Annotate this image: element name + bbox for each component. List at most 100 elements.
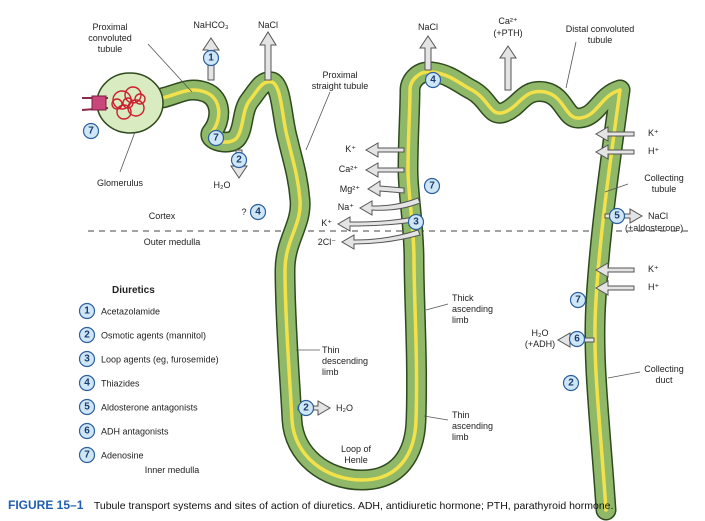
arrow-ca-pth: [499, 45, 517, 91]
label-distal-convoluted-1: Distal convoluted: [566, 24, 635, 34]
label-thin-descending-1: Thin: [322, 345, 340, 355]
arrow-h-upper: [595, 144, 635, 160]
marker-osmotic-proximal: 2: [230, 151, 248, 169]
legend-marker: [78, 398, 96, 416]
label-h2o-adh-2: (+ADH): [525, 339, 555, 349]
svg-text:convoluted: convoluted: [88, 33, 132, 43]
legend-label: Aldosterone antagonists: [101, 403, 198, 413]
label-h2o-proximal: H₂O: [214, 180, 231, 190]
arrow-tal-k: [365, 142, 405, 158]
label-h-upper: H⁺: [648, 146, 659, 156]
marker-adenosine-collecting: 7: [569, 291, 587, 309]
caption-text: Tubule transport systems and sites of ac…: [94, 500, 614, 512]
glomerulus-capsule: [81, 72, 164, 134]
label-thin-descending-3: limb: [322, 367, 339, 377]
legend-marker: [78, 302, 96, 320]
legend-label: Loop agents (eg, furosemide): [101, 355, 219, 365]
label-nacl-distal: NaCl: [418, 22, 438, 32]
label-distal-convoluted-2: tubule: [588, 35, 613, 45]
label-collecting-tubule-2: tubule: [652, 184, 677, 194]
label-k-upper: K⁺: [648, 128, 659, 138]
legend-marker: [78, 422, 96, 440]
marker-osmotic-descending: 2: [297, 399, 315, 417]
arrow-tal-k2: [337, 215, 421, 232]
caption-figure-number: FIGURE 15–1: [8, 498, 84, 512]
label-tal-k: K⁺: [345, 144, 356, 154]
legend-item: 5 Aldosterone antagonists: [78, 398, 198, 416]
label-inner-medulla: Inner medulla: [145, 465, 200, 475]
svg-text:3: 3: [413, 217, 419, 228]
arrow-tal-na: [359, 197, 421, 216]
label-nacl-top: NaCl: [258, 20, 278, 30]
svg-text:7: 7: [575, 295, 581, 306]
label-collecting-tubule-1: Collecting: [644, 173, 684, 183]
site-markers: 1 2 7 7 4 4 3 7 2 5 7 6 2: [82, 49, 626, 417]
legend-number: 1: [84, 306, 90, 317]
marker-thiazide-cortex: 4: [249, 203, 267, 221]
marker-osmotic-collecting: 2: [562, 374, 580, 392]
label-proximal-convoluted-3: tubule: [98, 44, 123, 54]
label-loop-of-henle-1: Loop of: [341, 444, 372, 454]
arrow-k-upper: [595, 126, 635, 142]
label-tal-2cl: 2Cl⁻: [318, 237, 337, 247]
marker-adenosine-proximal: 7: [207, 129, 225, 147]
legend-label: Thiazides: [101, 379, 140, 389]
label-collecting-duct-1: Collecting: [644, 364, 684, 374]
legend-label: Acetazolamide: [101, 307, 160, 317]
svg-text:tubule: tubule: [98, 44, 123, 54]
label-tal-na: Na⁺: [338, 202, 355, 212]
legend-number: 2: [84, 330, 90, 341]
label-thick-ascending-3: limb: [452, 315, 469, 325]
label-tal-ca: Ca²⁺: [339, 164, 359, 174]
diuretics-legend: Diuretics 1 Acetazolamide 2 Osmotic agents …: [78, 285, 219, 464]
arrow-tal-2cl: [341, 229, 421, 250]
label-h2o-adh-1: H₂O: [532, 328, 549, 338]
arrow-h-lower: [595, 280, 635, 296]
label-tal-k2: K⁺: [321, 218, 332, 228]
marker-loop-agents: 3: [407, 213, 425, 231]
marker-adenosine-glomerulus: 7: [82, 122, 100, 140]
legend-number: 5: [84, 402, 90, 413]
leader-lines: [119, 41, 641, 421]
legend-title: Diuretics: [112, 285, 155, 296]
labels: Proximal convoluted tubule NaHCO₃ NaCl N…: [88, 16, 684, 475]
legend-marker: [78, 326, 96, 344]
label-outer-medulla: Outer medulla: [144, 237, 201, 247]
legend-label: ADH antagonists: [101, 427, 169, 437]
figure-caption: FIGURE 15–1 Tubule transport systems and…: [8, 496, 613, 513]
arrow-nacl-top: [259, 31, 277, 81]
svg-text:5: 5: [614, 211, 620, 222]
legend-number: 7: [84, 450, 90, 461]
label-thin-ascending-1: Thin: [452, 410, 470, 420]
label-collecting-duct-2: duct: [655, 375, 673, 385]
arrow-k-lower: [595, 262, 635, 278]
legend-number: 4: [84, 378, 90, 389]
arrow-tal-mg: [367, 180, 405, 197]
label-tal-mg: Mg²⁺: [340, 184, 360, 194]
marker-adh: 6: [568, 330, 586, 348]
label-proximal-convoluted-2: convoluted: [88, 33, 132, 43]
label-pth: (+PTH): [493, 28, 522, 38]
legend-label: Osmotic agents (mannitol): [101, 331, 206, 341]
marker-adenosine-tal: 7: [423, 177, 441, 195]
legend-number: 6: [84, 426, 90, 437]
label-h-lower: H⁺: [648, 282, 659, 292]
svg-text:7: 7: [88, 126, 94, 137]
legend-item: 2 Osmotic agents (mannitol): [78, 326, 206, 344]
label-cortex: Cortex: [149, 211, 176, 221]
label-nacl-aldo-1: NaCl: [648, 211, 668, 221]
label-thiazide-question: ?: [241, 207, 246, 217]
svg-text:7: 7: [429, 181, 435, 192]
label-k-lower: K⁺: [648, 264, 659, 274]
glomerulus-capillary-tuft: [111, 86, 146, 120]
label-thin-ascending-3: limb: [452, 432, 469, 442]
label-ca: Ca²⁺: [498, 16, 518, 26]
svg-text:FIGURE 15–1 Tubule trans: FIGURE 15–1 Tubule transport systems and…: [8, 496, 613, 513]
label-thick-ascending-2: ascending: [452, 304, 493, 314]
label-loop-of-henle-2: Henle: [344, 455, 368, 465]
label-h2o-descending: H₂O: [336, 403, 353, 413]
label-proximal-convoluted-1: Proximal: [92, 22, 127, 32]
svg-text:7: 7: [213, 133, 219, 144]
marker-aldosterone: 5: [608, 207, 626, 225]
